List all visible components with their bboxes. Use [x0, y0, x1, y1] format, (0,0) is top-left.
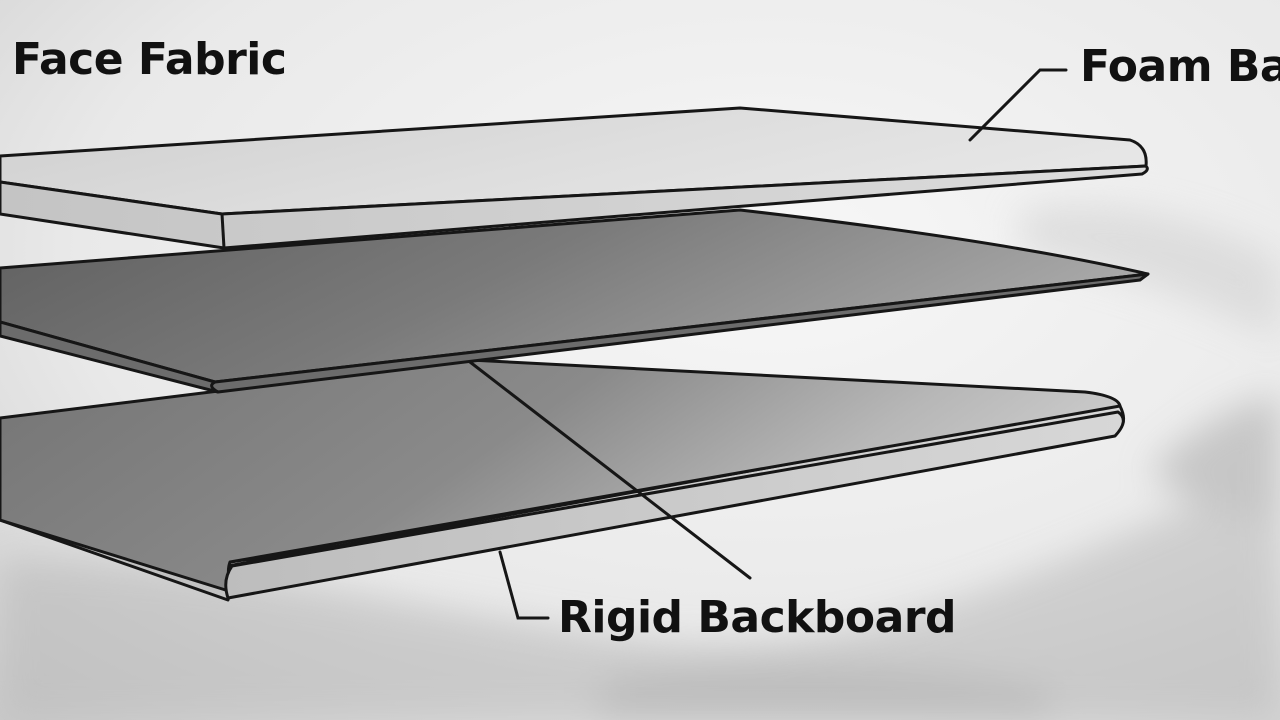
face-fabric-layer	[0, 106, 1149, 250]
rigid-backboard-label: Rigid Backboard	[558, 592, 957, 643]
rigid-backboard-leader	[498, 550, 550, 620]
leader-lines	[468, 68, 1068, 620]
background-shadows	[0, 204, 1280, 720]
foam-backing-layer	[0, 208, 1150, 394]
foam-backing-front-lip	[210, 380, 219, 394]
rigid-backboard-front-edge	[224, 410, 1125, 600]
face-fabric-front-edge	[0, 164, 1149, 250]
rigid-backboard-layer	[0, 358, 1125, 602]
foam-backing-label: Foam Ba	[1080, 41, 1280, 92]
face-fabric-corner	[220, 213, 226, 249]
face-fabric-label: Face Fabric	[12, 34, 287, 85]
rigid-backboard-center-leader	[468, 360, 752, 580]
foam-backing-top-face	[0, 208, 1150, 384]
foam-backing-leader	[968, 68, 1068, 142]
